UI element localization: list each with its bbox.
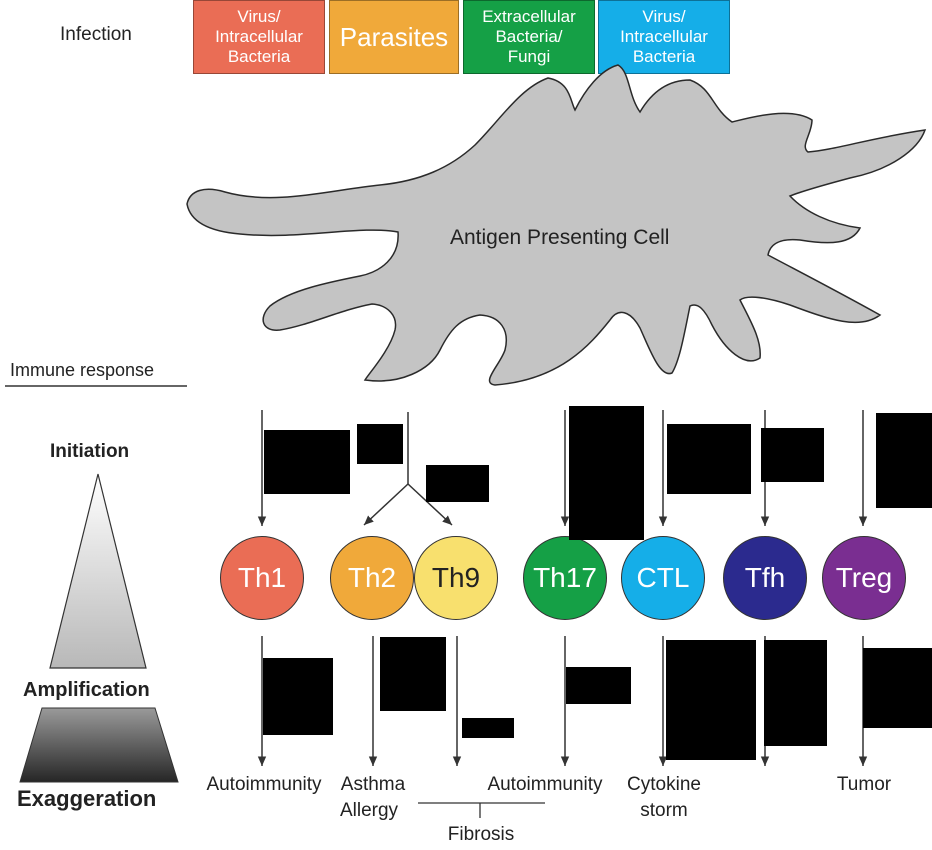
- pathogen-box-virus-intracellular-2: Virus/ Intracellular Bacteria: [598, 0, 730, 74]
- cell-th9: Th9: [414, 536, 498, 620]
- pyramid-initiation-amplification: [49, 473, 147, 669]
- redaction-box: [426, 465, 489, 502]
- pyramid-exaggeration: [19, 707, 179, 783]
- redaction-box: [566, 667, 631, 704]
- redaction-box: [569, 406, 644, 540]
- redaction-box: [380, 637, 446, 711]
- stage-exaggeration: Exaggeration: [17, 786, 157, 811]
- outcome-treg-tumor: Tumor: [836, 774, 892, 795]
- cell-th2: Th2: [330, 536, 414, 620]
- apc-label: Antigen Presenting Cell: [450, 226, 670, 249]
- outcome-th1-autoimmunity: Autoimmunity: [206, 774, 322, 795]
- redaction-box: [462, 718, 514, 738]
- immune-response-label: Immune response: [10, 360, 155, 380]
- stage-amplification: Amplification: [23, 679, 150, 701]
- outcome-th2-allergy: Allergy: [339, 800, 399, 821]
- outcome-fibrosis: Fibrosis: [447, 824, 515, 845]
- outcome-ctl-storm: storm: [640, 800, 688, 821]
- cell-th1: Th1: [220, 536, 304, 620]
- redaction-box: [357, 424, 403, 464]
- cell-tfh: Tfh: [723, 536, 807, 620]
- redaction-box: [667, 424, 751, 494]
- cell-th17: Th17: [523, 536, 607, 620]
- pathogen-box-virus-intracellular-1: Virus/ Intracellular Bacteria: [193, 0, 325, 74]
- cell-ctl: CTL: [621, 536, 705, 620]
- redaction-box: [863, 648, 932, 728]
- outcome-ctl-cytokine: Cytokine: [627, 774, 701, 795]
- outcome-th17-autoimmunity: Autoimmunity: [487, 774, 603, 795]
- redaction-box: [264, 430, 350, 494]
- pathogen-box-parasites: Parasites: [329, 0, 459, 74]
- stage-initiation: Initiation: [50, 441, 130, 462]
- antigen-presenting-cell-shape: [186, 64, 927, 386]
- outcome-th2-asthma: Asthma: [340, 774, 406, 795]
- redaction-box: [761, 428, 824, 482]
- redaction-box: [764, 640, 827, 746]
- redaction-box: [876, 413, 932, 508]
- infection-label: Infection: [60, 24, 132, 45]
- cell-treg: Treg: [822, 536, 906, 620]
- redaction-box: [666, 640, 756, 760]
- pathogen-box-extracellular-bacteria-fungi: Extracellular Bacteria/ Fungi: [463, 0, 595, 74]
- redaction-box: [263, 658, 333, 735]
